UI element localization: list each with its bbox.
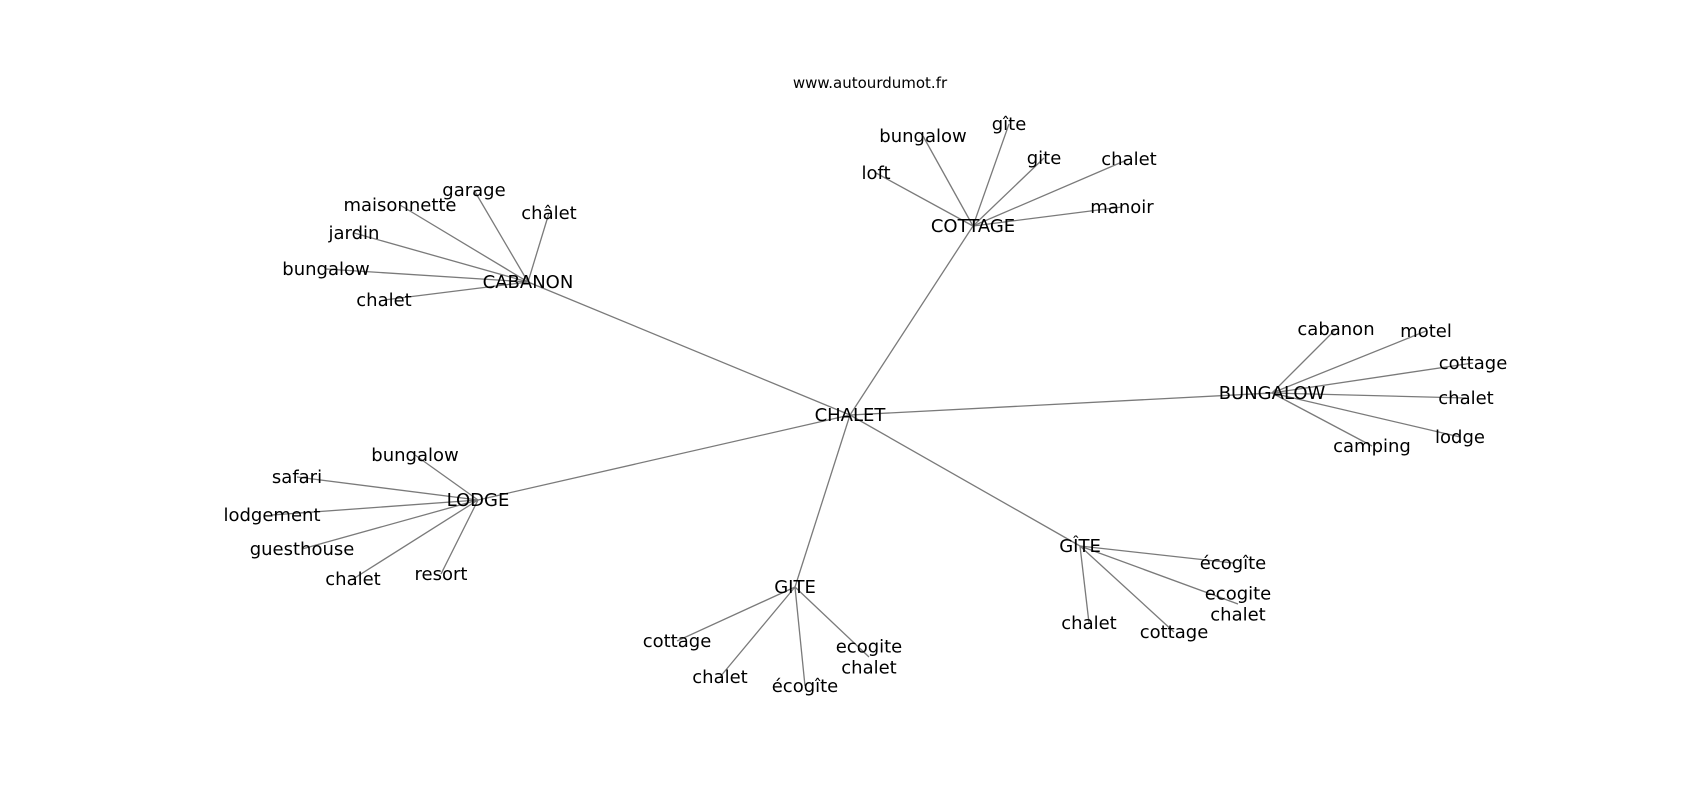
edge-center-cottage: [849, 225, 974, 416]
edge-cottage-gite: [972, 157, 1045, 227]
node-word-gite-cottage[interactable]: cottage: [1140, 622, 1209, 643]
edge-gite-ecogite: [1079, 545, 1234, 564]
node-word-gite-ecogite[interactable]: écogîte: [772, 676, 839, 697]
node-center[interactable]: CHALET: [815, 405, 887, 426]
source-url: www.autourdumot.fr: [793, 74, 948, 92]
node-group-lodge[interactable]: LODGE: [447, 490, 510, 511]
node-word-lodge-chalet[interactable]: chalet: [325, 569, 380, 590]
edge-lodge-lodgement: [271, 499, 479, 516]
edges-layer: [271, 123, 1474, 687]
node-word-bungalow-cottage[interactable]: cottage: [1439, 353, 1508, 374]
node-word-cottage-chalet[interactable]: chalet: [1101, 149, 1156, 170]
node-word-lodge-lodgement[interactable]: lodgement: [223, 505, 320, 526]
edge-cabanon-garage: [473, 189, 529, 283]
node-word-cabanon-garage[interactable]: garage: [442, 180, 505, 201]
node-word-bungalow-motel[interactable]: motel: [1400, 321, 1452, 342]
node-word-cabanon-maisonnette[interactable]: maisonnette: [343, 195, 456, 216]
edge-cottage-manoir: [972, 206, 1123, 227]
node-word-cabanon-jardin[interactable]: jardin: [328, 223, 380, 244]
node-word-bungalow-lodge[interactable]: lodge: [1435, 427, 1485, 448]
node-group-bungalow[interactable]: BUNGALOW: [1219, 383, 1326, 404]
edge-bungalow-cabanon: [1271, 328, 1337, 394]
node-word-cabanon-chalet[interactable]: chalet: [356, 290, 411, 311]
node-word-gite-chalet[interactable]: chalet: [1061, 613, 1116, 634]
node-word-lodge-safari[interactable]: safari: [272, 467, 322, 488]
edge-cabanon-chalet: [527, 212, 550, 283]
node-group-gite[interactable]: GÎTE: [1059, 535, 1101, 557]
edge-gite-cottage: [1079, 545, 1175, 633]
edge-bungalow-lodge: [1271, 392, 1461, 438]
node-word-cottage-loft[interactable]: loft: [861, 163, 890, 184]
edge-bungalow-motel: [1271, 330, 1427, 394]
edge-cabanon-jardin: [353, 232, 529, 283]
edge-cottage-loft: [875, 172, 974, 227]
node-word-bungalow-chalet[interactable]: chalet: [1438, 388, 1493, 409]
edge-lodge-bungalow: [414, 454, 479, 501]
node-word-bungalow-camping[interactable]: camping: [1333, 436, 1411, 457]
node-group-cottage[interactable]: COTTAGE: [931, 216, 1015, 237]
edge-center-cabanon: [527, 281, 851, 416]
edge-bungalow-cottage: [1271, 362, 1474, 394]
edge-lodge-guesthouse: [301, 499, 479, 550]
node-word-cottage-bungalow[interactable]: bungalow: [879, 126, 966, 147]
edge-lodge-chalet: [352, 499, 479, 580]
node-group-gite[interactable]: GITE: [774, 577, 816, 598]
node-word-cabanon-bungalow[interactable]: bungalow: [282, 259, 369, 280]
edge-gite-chalet: [1079, 545, 1090, 624]
edge-center-gite: [849, 414, 1081, 547]
edge-lodge-resort: [440, 499, 479, 575]
edge-gite-ecogite: [794, 586, 806, 687]
edge-center-lodge: [477, 414, 851, 501]
node-group-cabanon[interactable]: CABANON: [483, 272, 574, 293]
edge-cottage-gite: [972, 123, 1010, 227]
node-word-cottage-manoir[interactable]: manoir: [1090, 197, 1154, 218]
node-word-bungalow-cabanon[interactable]: cabanon: [1297, 319, 1374, 340]
edge-cottage-bungalow: [922, 135, 974, 227]
node-word-cottage-gite[interactable]: gîte: [992, 114, 1027, 135]
node-word-gite-cottage[interactable]: cottage: [643, 631, 712, 652]
node-word-gite-chalet[interactable]: chalet: [692, 667, 747, 688]
node-word-cottage-gite[interactable]: gite: [1027, 148, 1062, 169]
edge-gite-chalet: [719, 586, 796, 678]
edge-center-bungalow: [849, 392, 1273, 416]
edge-gite-ecogite-chalet: [794, 586, 870, 658]
node-word-lodge-guesthouse[interactable]: guesthouse: [250, 539, 355, 560]
edge-cabanon-bungalow: [325, 268, 529, 283]
node-word-lodge-bungalow[interactable]: bungalow: [371, 445, 458, 466]
edge-cabanon-maisonnette: [399, 204, 529, 283]
node-word-lodge-resort[interactable]: resort: [415, 564, 468, 585]
edge-gite-ecogite-chalet: [1079, 545, 1239, 605]
edge-cottage-chalet: [972, 158, 1130, 227]
edge-cabanon-chalet: [383, 281, 529, 301]
edge-center-gite: [794, 414, 851, 588]
edge-lodge-safari: [296, 476, 479, 501]
edge-bungalow-chalet: [1271, 392, 1467, 399]
edge-gite-cottage: [676, 586, 796, 642]
edge-bungalow-camping: [1271, 392, 1373, 447]
node-word-gite-ecogite[interactable]: écogîte: [1200, 553, 1267, 574]
node-word-cabanon-chalet[interactable]: châlet: [521, 203, 576, 224]
